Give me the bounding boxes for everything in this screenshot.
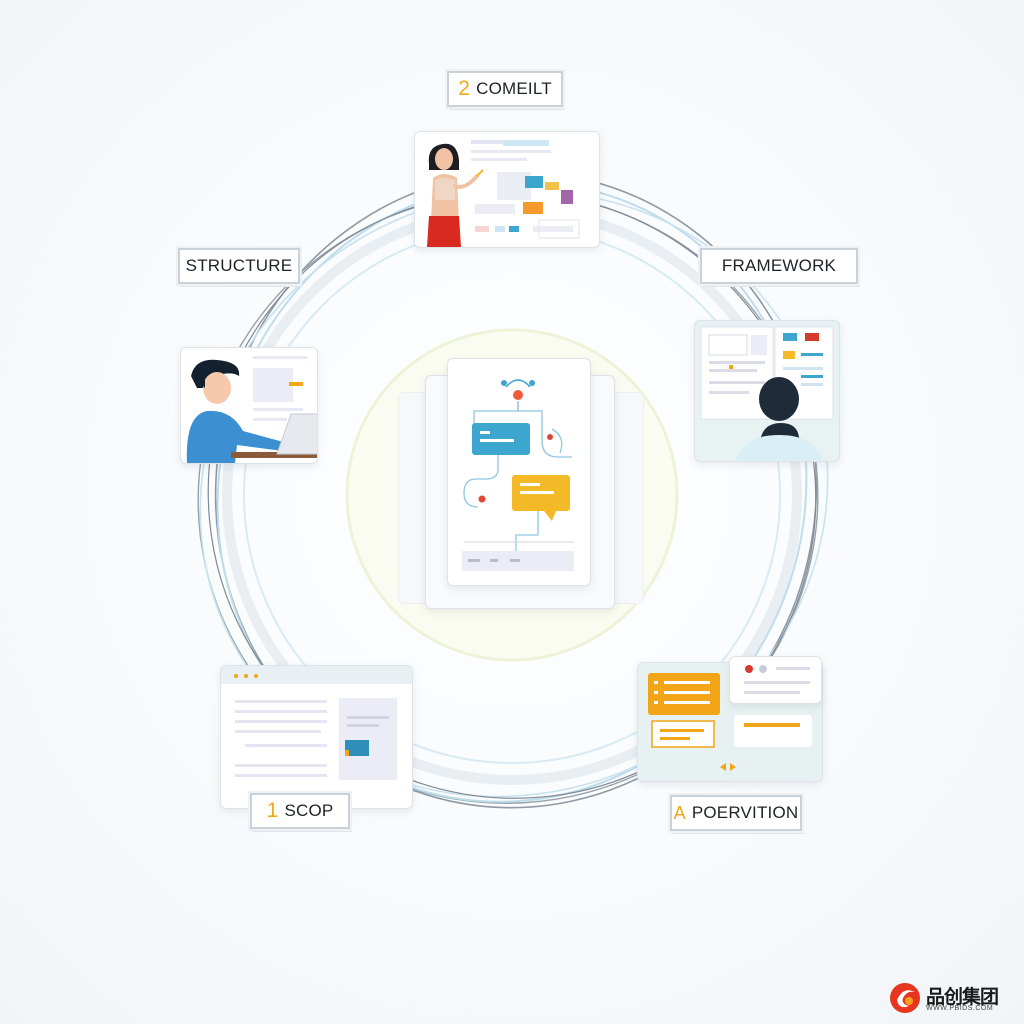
presenter-illustration-icon bbox=[427, 140, 580, 247]
stage-text-bottom-left: SCOP bbox=[284, 801, 334, 820]
stage-label-bottom-left: 1 SCOP bbox=[250, 793, 350, 829]
watermark-url: WWW.PBIDS.COM bbox=[926, 1005, 994, 1012]
stage-label-top: 2 COMEILT bbox=[447, 71, 563, 107]
stage-number-bottom-left: 1 bbox=[266, 799, 279, 822]
dashboard-viewer-card bbox=[694, 320, 840, 462]
stage-number-top: 2 bbox=[458, 77, 471, 100]
laptop-user-card bbox=[180, 347, 318, 464]
stage-text-top: COMEILT bbox=[476, 79, 552, 98]
stage-text-top-left: STRUCTURE bbox=[185, 256, 293, 275]
stage-text-bottom-right: POERVITION bbox=[691, 803, 799, 822]
dashboard-viewer-illustration-icon bbox=[700, 326, 834, 461]
laptop-user-illustration-icon bbox=[186, 356, 317, 463]
stage-text-top-right: FRAMEWORK bbox=[721, 256, 837, 275]
watermark: 品创集团 WWW.PBIDS.COM bbox=[888, 980, 1018, 1016]
stage-label-bottom-right: A POERVITION bbox=[670, 795, 802, 831]
status-dots-icon bbox=[744, 665, 810, 694]
flow-chart-card bbox=[447, 358, 591, 586]
kanban-card-illustration-icon bbox=[648, 673, 812, 771]
document-card bbox=[220, 665, 413, 809]
stage-label-top-right: FRAMEWORK bbox=[700, 248, 858, 284]
watermark-brand: 品创集团 bbox=[926, 986, 999, 1008]
brand-logo-icon bbox=[890, 983, 920, 1013]
stage-label-top-left: STRUCTURE bbox=[178, 248, 300, 284]
stage-number-bottom-right: A bbox=[673, 802, 686, 823]
flow-chart-icon bbox=[462, 379, 574, 571]
document-card-illustration-icon bbox=[221, 666, 412, 780]
kanban-side-card bbox=[729, 656, 822, 704]
presenter-card bbox=[414, 131, 600, 248]
